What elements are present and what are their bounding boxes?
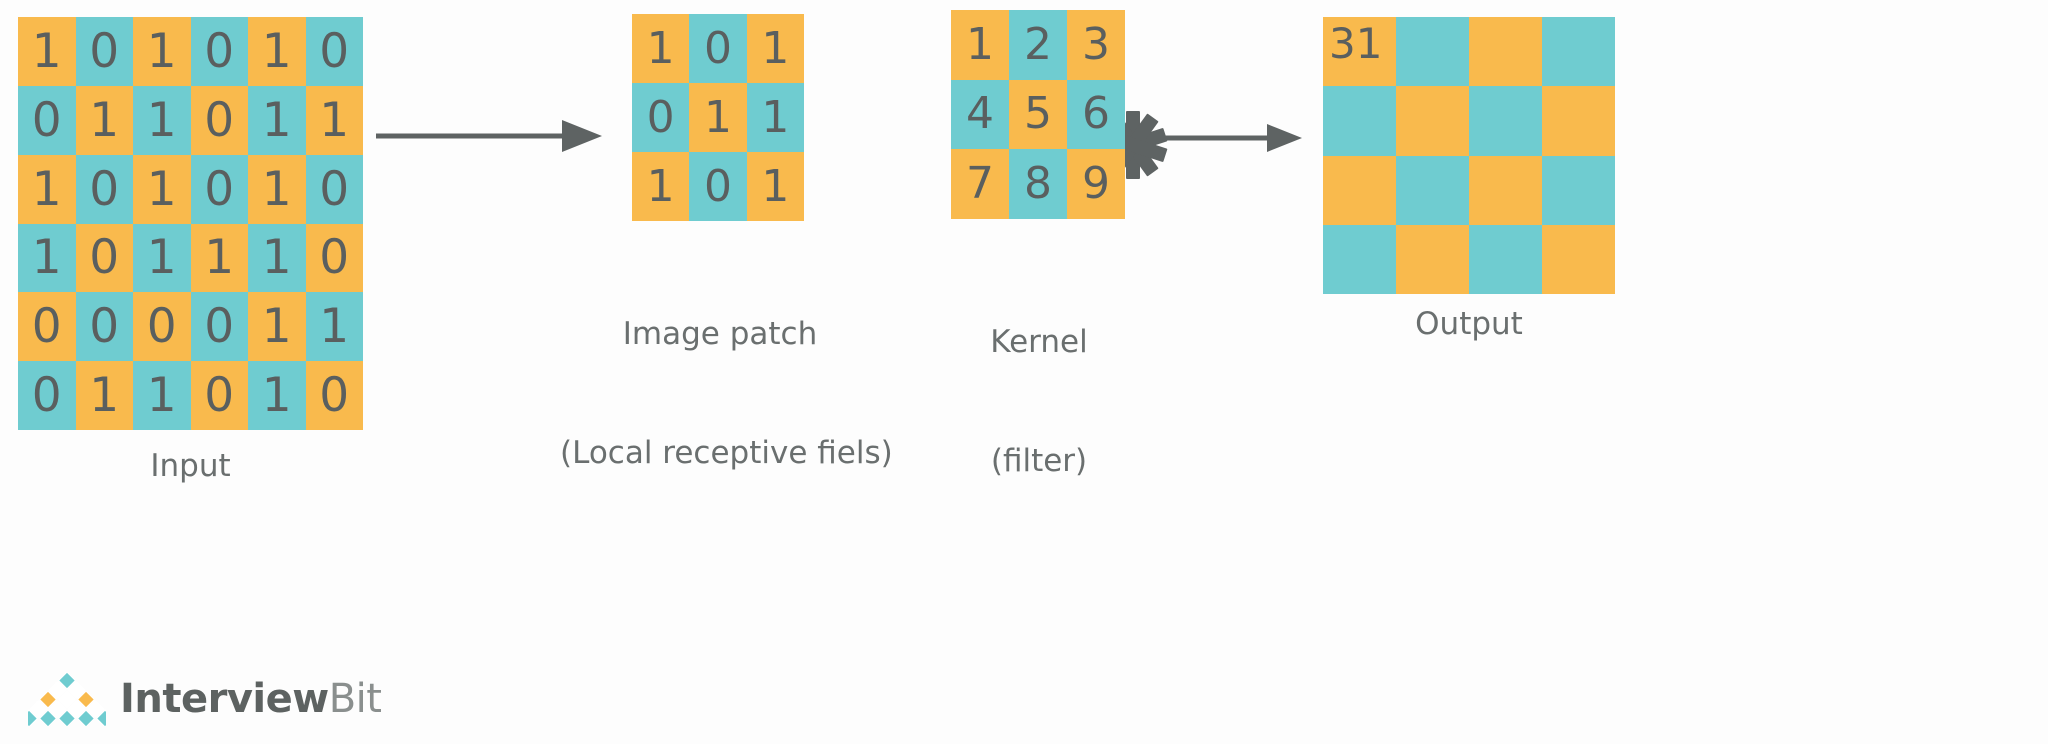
output-cell-2-3 [1542, 155, 1615, 225]
input-cell-3-4: 1 [248, 223, 306, 293]
input-cell-4-0: 0 [18, 292, 76, 362]
input-cell-0-4: 1 [248, 17, 306, 86]
input-cell-1-3: 0 [190, 85, 248, 155]
output-cell-3-2 [1469, 224, 1542, 294]
arrow-kernel-to-output [1159, 124, 1302, 152]
output-cell-2-2 [1469, 155, 1542, 225]
image-patch-label: Image patch (Local receptive fiels) [560, 236, 893, 553]
kernel-cell-2-1: 8 [1009, 149, 1067, 219]
output-cell-0-3 [1542, 17, 1615, 87]
output-cell-1-1 [1396, 86, 1469, 156]
input-cell-3-2: 1 [133, 223, 191, 293]
output-cell-0-1 [1396, 17, 1469, 87]
image-patch-cell-0-1: 0 [689, 14, 747, 83]
kernel-label-line2: (filter) [990, 443, 1088, 480]
image-patch-cell-0-2: 1 [746, 14, 804, 83]
input-cell-4-5: 1 [305, 292, 363, 362]
image-patch-cell-0-0: 1 [632, 14, 690, 83]
input-label: Input [150, 448, 231, 484]
input-cell-5-2: 1 [133, 361, 191, 430]
output-cell-3-3 [1542, 224, 1615, 294]
input-cell-3-3: 1 [190, 223, 248, 293]
output-cell-3-1 [1396, 224, 1469, 294]
input-cell-2-1: 0 [75, 154, 133, 224]
image-patch-cell-1-0: 0 [632, 83, 690, 152]
output-cell-1-3 [1542, 86, 1615, 156]
kernel-cell-2-0: 7 [951, 149, 1009, 219]
input-cell-2-2: 1 [133, 154, 191, 224]
input-cell-2-5: 0 [305, 154, 363, 224]
output-cell-1-2 [1469, 86, 1542, 156]
input-cell-2-0: 1 [18, 154, 76, 224]
kernel-cell-0-2: 3 [1067, 10, 1125, 80]
image-patch-cell-2-1: 0 [689, 152, 747, 221]
kernel-cell-1-0: 4 [951, 79, 1009, 150]
kernel-label-line1: Kernel [990, 324, 1088, 361]
image-patch-label-line1: Image patch [622, 316, 818, 353]
kernel-cell-1-2: 6 [1067, 79, 1125, 150]
logo-word-bit: Bit [328, 676, 382, 722]
kernel-cell-2-2: 9 [1067, 149, 1125, 219]
output-cell-3-0 [1323, 224, 1396, 294]
input-cell-0-3: 0 [190, 17, 248, 86]
kernel-cell-1-1: 5 [1009, 79, 1067, 150]
input-cell-4-4: 1 [248, 292, 306, 362]
input-cell-1-4: 1 [248, 85, 306, 155]
logo-wordmark: Interview Bit [120, 676, 382, 722]
kernel-cell-0-0: 1 [951, 10, 1009, 80]
input-cell-1-0: 0 [18, 85, 76, 155]
output-cell-1-0 [1323, 86, 1396, 156]
image-patch-cell-1-1: 1 [689, 83, 747, 152]
interviewbit-logo: Interview Bit [28, 668, 382, 730]
input-cell-3-1: 0 [75, 223, 133, 293]
input-cell-4-3: 0 [190, 292, 248, 362]
image-patch-cell-2-2: 1 [746, 152, 804, 221]
logo-word-interview: Interview [120, 676, 329, 722]
input-cell-1-1: 1 [75, 85, 133, 155]
logo-diamonds-icon [28, 672, 106, 726]
input-cell-1-5: 1 [305, 85, 363, 155]
input-cell-5-3: 0 [190, 361, 248, 430]
input-cell-5-5: 0 [305, 361, 363, 430]
input-cell-3-5: 0 [305, 223, 363, 293]
input-cell-4-2: 0 [133, 292, 191, 362]
input-cell-5-0: 0 [18, 361, 76, 430]
input-cell-4-1: 0 [75, 292, 133, 362]
input-cell-3-0: 1 [18, 223, 76, 293]
input-cell-5-1: 1 [75, 361, 133, 430]
output-matrix: 31 [1323, 17, 1615, 294]
image-patch-cell-2-0: 1 [632, 152, 690, 221]
output-label: Output [1415, 306, 1523, 342]
kernel-label: Kernel (filter) [935, 244, 1143, 561]
image-patch-cell-1-2: 1 [746, 83, 804, 152]
output-cell-2-1 [1396, 155, 1469, 225]
input-cell-2-3: 0 [190, 154, 248, 224]
input-cell-0-2: 1 [133, 17, 191, 86]
output-cell-0-2 [1469, 17, 1542, 87]
output-cell-0-0: 31 [1323, 17, 1396, 87]
input-cell-0-0: 1 [18, 17, 76, 86]
input-cell-5-4: 1 [248, 361, 306, 430]
image-patch-label-line2: (Local receptive fiels) [560, 435, 893, 472]
arrow-input-to-patch [376, 120, 602, 152]
input-cell-1-2: 1 [133, 85, 191, 155]
input-cell-2-4: 1 [248, 154, 306, 224]
input-cell-0-1: 0 [75, 17, 133, 86]
input-cell-0-5: 0 [305, 17, 363, 86]
kernel-cell-0-1: 2 [1009, 10, 1067, 80]
output-cell-2-0 [1323, 155, 1396, 225]
